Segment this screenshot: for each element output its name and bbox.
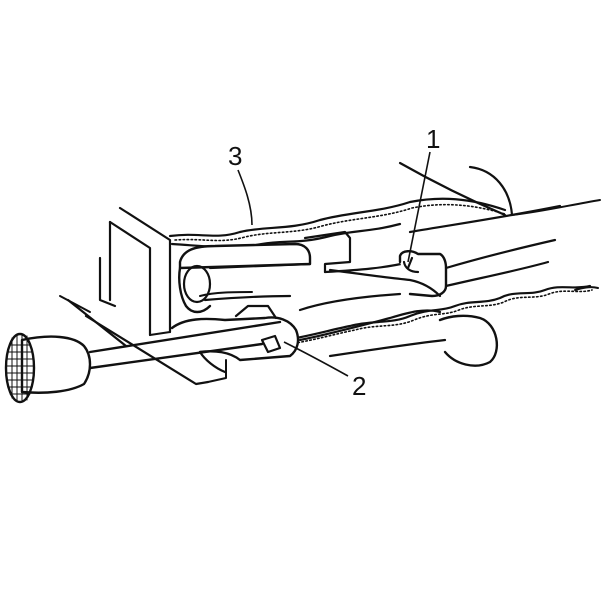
- leader-1: [407, 151, 431, 263]
- upper-panel: [168, 161, 601, 249]
- leader-2: [283, 341, 349, 377]
- seal-strip-upper: [168, 197, 507, 238]
- leader-3: [237, 169, 253, 226]
- screwdriver-grip-end: [4, 332, 36, 404]
- callout-2: 2: [352, 371, 366, 401]
- retaining-tab: [328, 250, 448, 298]
- callout-1: 1: [426, 124, 440, 154]
- seal-strip-lower: [283, 284, 599, 345]
- retainer-clip: [178, 230, 412, 314]
- mounting-bracket: [98, 206, 172, 337]
- screwdriver: [4, 320, 282, 404]
- lower-frame: [59, 295, 210, 386]
- lower-clip: [170, 304, 300, 383]
- callout-leaders: [237, 151, 431, 377]
- callout-3: 3: [228, 141, 242, 171]
- screwdriver-handle: [20, 335, 92, 394]
- rail: [298, 204, 562, 312]
- rail-end: [298, 309, 499, 367]
